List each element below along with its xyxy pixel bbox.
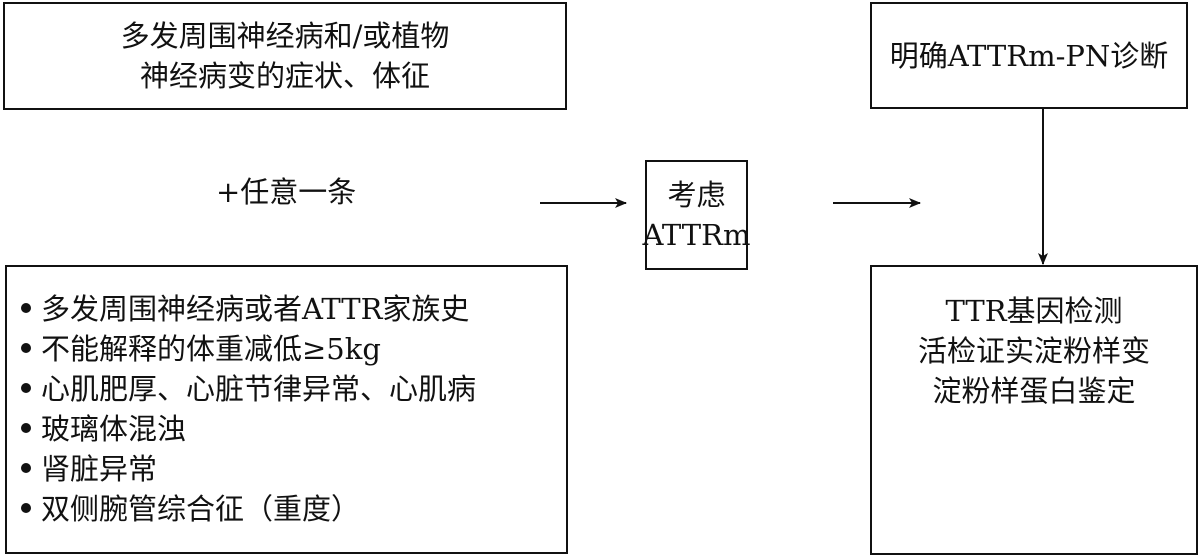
- bullet-icon: [21, 303, 31, 313]
- list-item: 肾脏异常: [21, 449, 566, 489]
- bullet-icon: [21, 383, 31, 393]
- tests-line-2: 活检证实淀粉样变: [917, 334, 1150, 368]
- criteria-text: 不能解释的体重减低≥5kg: [41, 332, 381, 366]
- plus-any-label: +任意一条: [216, 175, 357, 209]
- criteria-text: 多发周围神经病或者ATTR家族史: [41, 292, 470, 326]
- symptoms-box: 多发周围神经病和/或植物 神经病变的症状、体征: [3, 2, 567, 110]
- list-item: 心肌肥厚、心脏节律异常、心肌病: [21, 369, 566, 409]
- consider-box: 考虑 ATTRm: [642, 160, 751, 270]
- tests-box: TTR基因检测 活检证实淀粉样变 淀粉样蛋白鉴定: [870, 265, 1198, 555]
- bullet-icon: [21, 423, 31, 433]
- list-item: 不能解释的体重减低≥5kg: [21, 329, 566, 369]
- criteria-box: 多发周围神经病或者ATTR家族史 不能解释的体重减低≥5kg 心肌肥厚、心脏节律…: [5, 265, 568, 554]
- diagnosis-text: 明确ATTRm-PN诊断: [889, 38, 1169, 73]
- list-item: 玻璃体混浊: [21, 409, 566, 449]
- bullet-icon: [21, 343, 31, 353]
- tests-line-1: TTR基因检测: [945, 294, 1123, 328]
- symptoms-line-1: 多发周围神经病和/或植物: [120, 19, 450, 53]
- criteria-text: 玻璃体混浊: [41, 412, 187, 446]
- diagnosis-box: 明确ATTRm-PN诊断: [870, 2, 1188, 109]
- consider-line-1: 考虑: [667, 178, 726, 212]
- criteria-list: 多发周围神经病或者ATTR家族史 不能解释的体重减低≥5kg 心肌肥厚、心脏节律…: [21, 289, 566, 529]
- criteria-text: 双侧腕管综合征（重度）: [41, 492, 361, 526]
- tests-line-3: 淀粉样蛋白鉴定: [932, 374, 1136, 408]
- criteria-text: 肾脏异常: [41, 452, 158, 486]
- list-item: 双侧腕管综合征（重度）: [21, 489, 566, 529]
- list-item: 多发周围神经病或者ATTR家族史: [21, 289, 566, 329]
- criteria-text: 心肌肥厚、心脏节律异常、心肌病: [41, 372, 477, 406]
- consider-line-2: ATTRm: [642, 218, 751, 252]
- bullet-icon: [21, 463, 31, 473]
- bullet-icon: [21, 503, 31, 513]
- symptoms-line-2: 神经病变的症状、体征: [139, 59, 430, 93]
